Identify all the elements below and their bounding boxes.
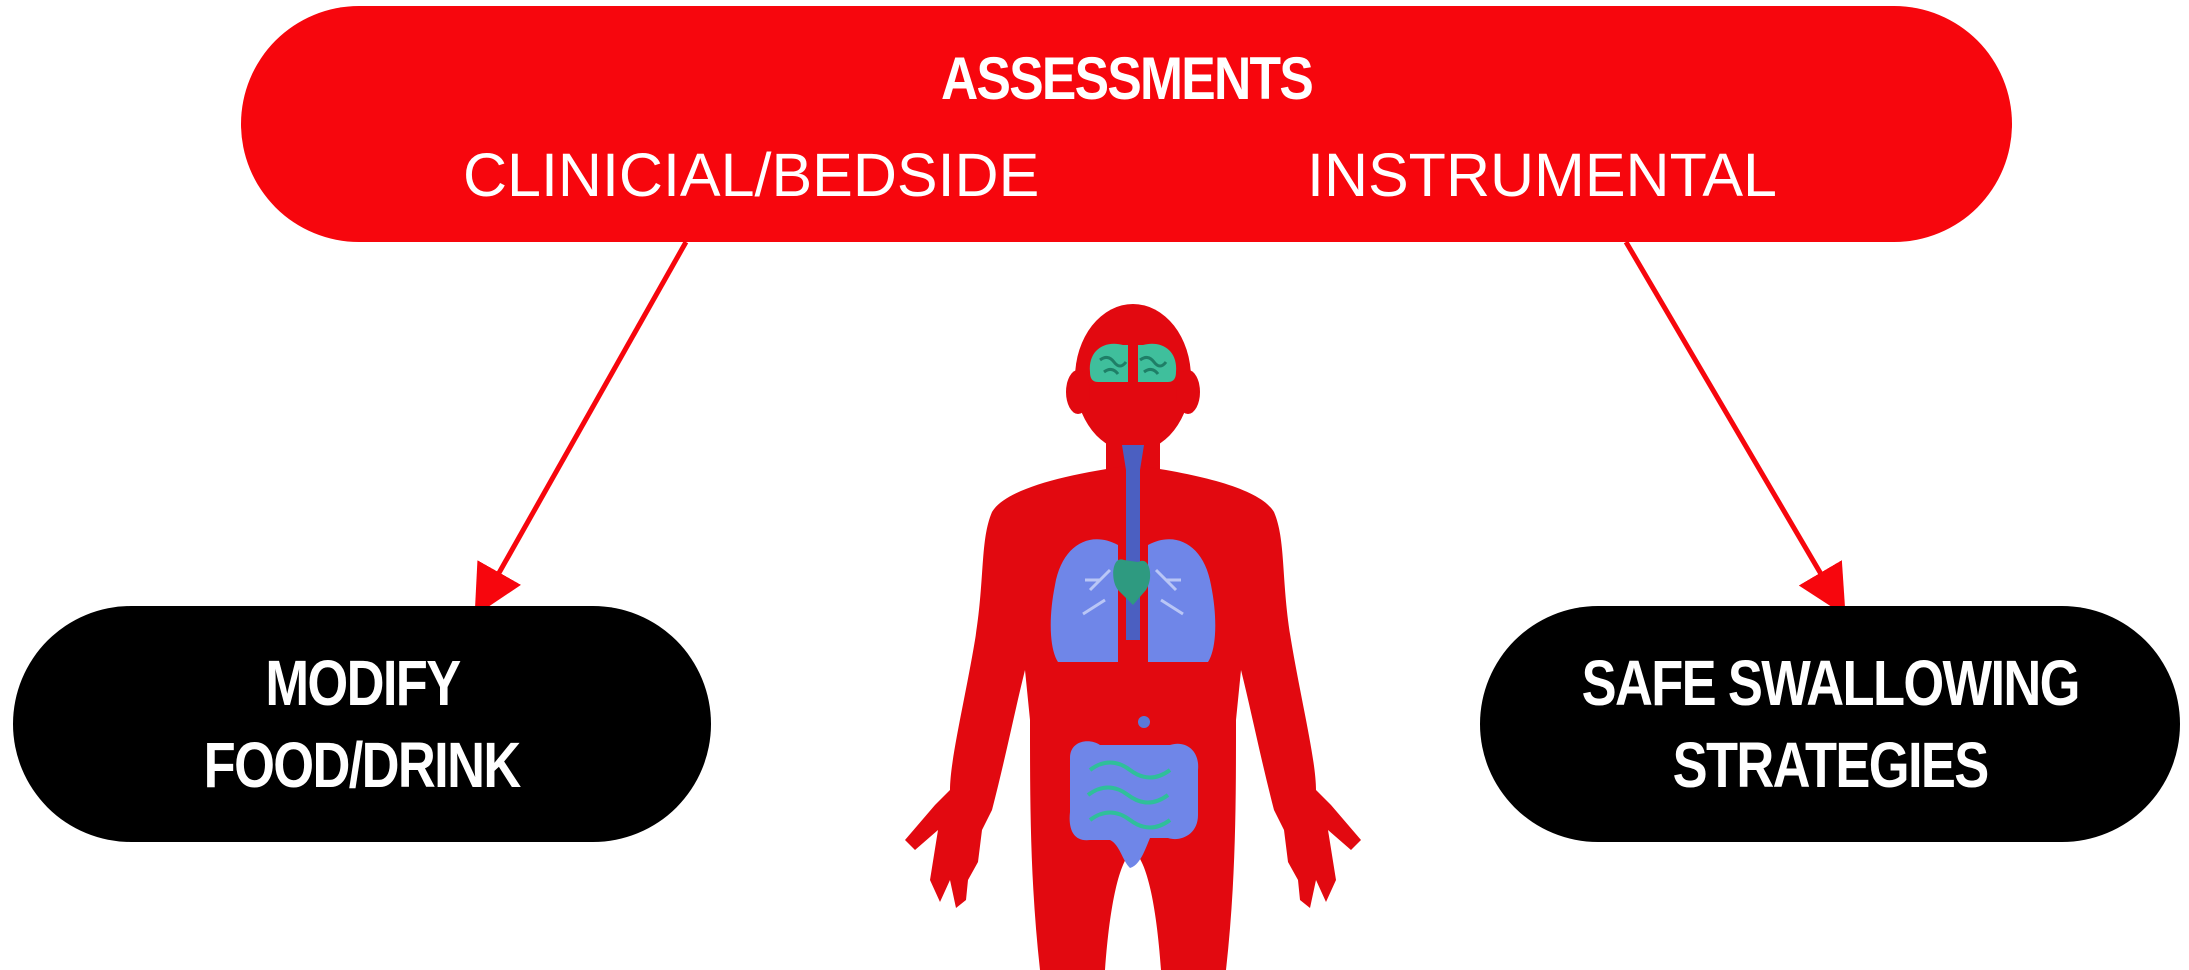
safe-swallowing-pill: SAFE SWALLOWING STRATEGIES	[1480, 606, 2180, 842]
left-arrow	[482, 242, 686, 603]
safe-swallowing-line2: STRATEGIES	[1672, 724, 1987, 806]
right-arrow	[1626, 242, 1838, 603]
stomach-icon	[1138, 716, 1150, 728]
modify-food-drink-pill: MODIFY FOOD/DRINK	[13, 606, 711, 842]
modify-label-line1: MODIFY	[265, 642, 459, 724]
human-figure	[905, 304, 1361, 970]
modify-label-line2: FOOD/DRINK	[204, 724, 520, 806]
safe-swallowing-line1: SAFE SWALLOWING	[1581, 642, 2078, 724]
